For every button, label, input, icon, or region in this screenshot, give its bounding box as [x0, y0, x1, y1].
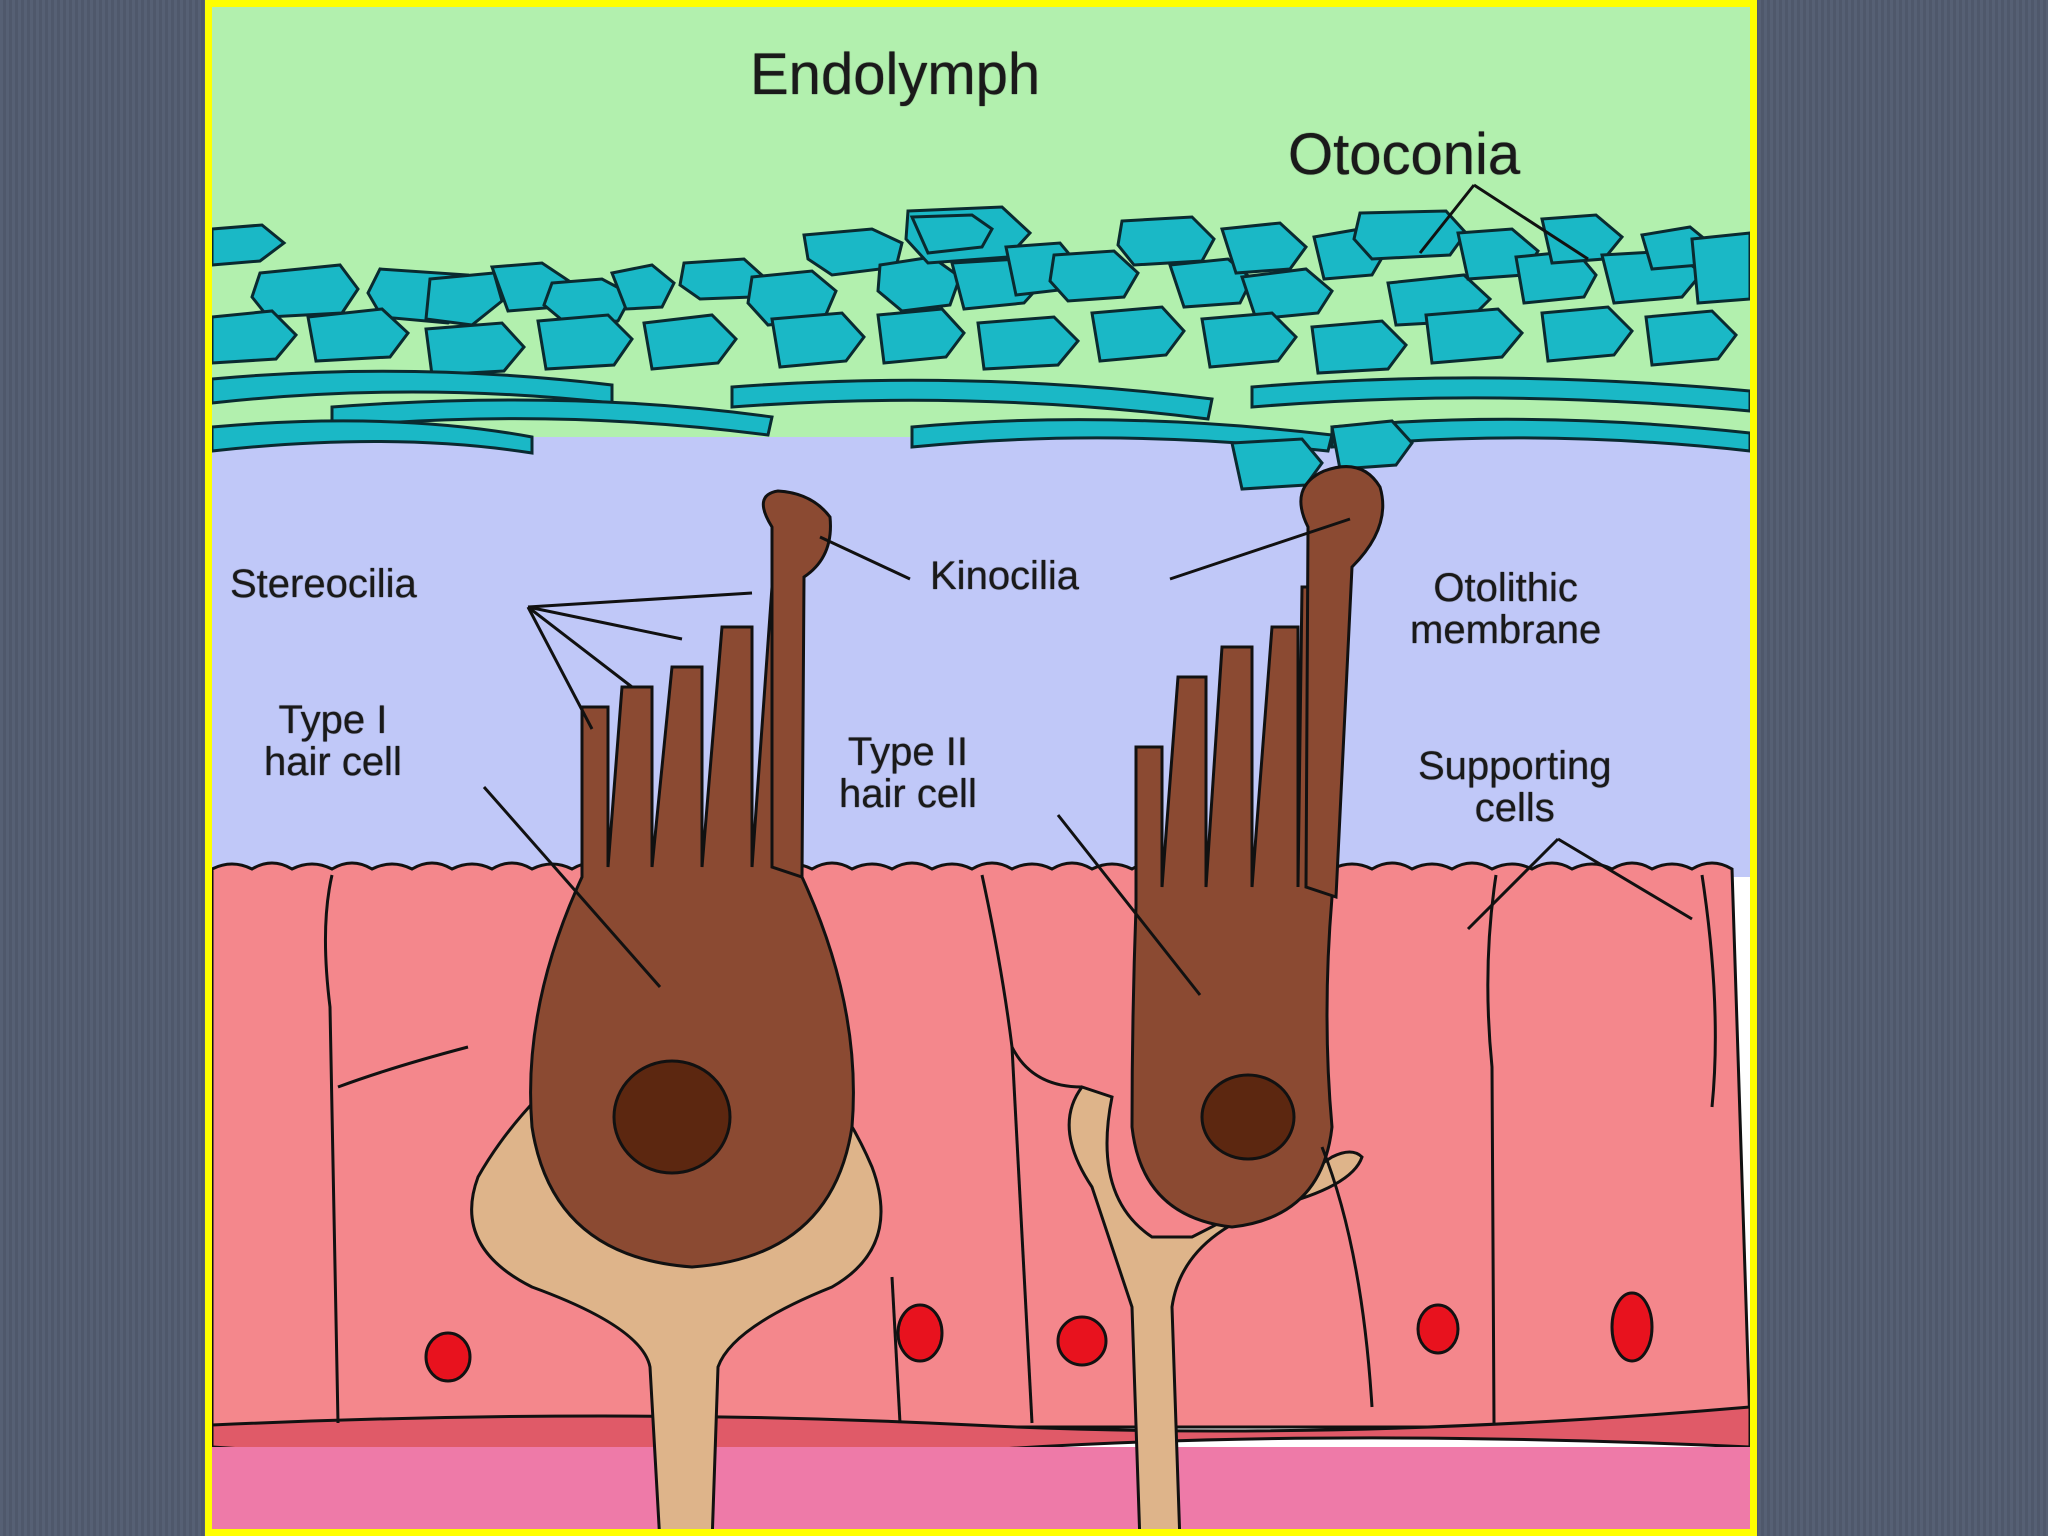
- label-type-1-line1: Type I: [278, 698, 388, 742]
- vestibular-hair-cell-diagram: [212, 7, 1750, 1529]
- stereocilia-pointer-3: [527, 605, 633, 689]
- label-stereocilia: Stereocilia: [230, 562, 417, 606]
- label-type-2-line1: Type II: [847, 730, 968, 774]
- kinocilia-pointer-left: [819, 535, 911, 581]
- type-1-pointer: [482, 786, 662, 988]
- pointer-lines: [482, 183, 1693, 996]
- label-type-2-hair-cell: Type II hair cell: [839, 731, 977, 815]
- type-1-kinocilium: [761, 489, 832, 880]
- stereocilia-pointer-2: [527, 605, 683, 641]
- label-supporting-cells: Supporting cells: [1418, 745, 1611, 829]
- otoconia-pointer-2: [1473, 183, 1589, 261]
- label-type-1-line2: hair cell: [264, 740, 402, 784]
- supporting-pointer-1: [1466, 837, 1560, 931]
- type-1-hair-cell: [470, 489, 883, 1529]
- label-supporting-line1: Supporting: [1418, 744, 1612, 788]
- label-type-1-hair-cell: Type I hair cell: [264, 699, 402, 783]
- label-supporting-line2: cells: [1474, 786, 1555, 830]
- otolithic-membrane-layer: [212, 437, 1750, 877]
- supporting-cell-nuclei: [424, 1291, 1654, 1383]
- label-otolithic-line2: membrane: [1410, 608, 1602, 652]
- stereocilia-pointer-4: [526, 606, 594, 730]
- supporting-cell-boundaries: [323, 874, 1717, 1424]
- label-otolithic-line1: Otolithic: [1433, 566, 1578, 610]
- type-2-nucleus: [1200, 1073, 1296, 1161]
- stereocilia-pointer-1: [527, 591, 753, 609]
- label-otolithic-membrane: Otolithic membrane: [1410, 567, 1601, 651]
- basement-layer: [212, 1447, 1750, 1529]
- label-endolymph: Endolymph: [750, 42, 1041, 107]
- type-1-nucleus: [612, 1059, 732, 1175]
- label-type-2-line2: hair cell: [839, 772, 977, 816]
- type-2-hair-cell: [1067, 465, 1385, 1529]
- kinocilia-pointer-right: [1169, 517, 1351, 581]
- label-otoconia: Otoconia: [1288, 122, 1521, 187]
- otoconia-pointer-1: [1418, 184, 1476, 254]
- type-2-pointer: [1056, 814, 1202, 996]
- otoconia-crystals: [212, 205, 1750, 491]
- supporting-pointer-2: [1557, 837, 1693, 921]
- label-kinocilia: Kinocilia: [930, 554, 1079, 598]
- type-2-kinocilium: [1299, 465, 1385, 900]
- slide-frame: Endolymph Otoconia Stereocilia Kinocilia…: [205, 0, 1757, 1536]
